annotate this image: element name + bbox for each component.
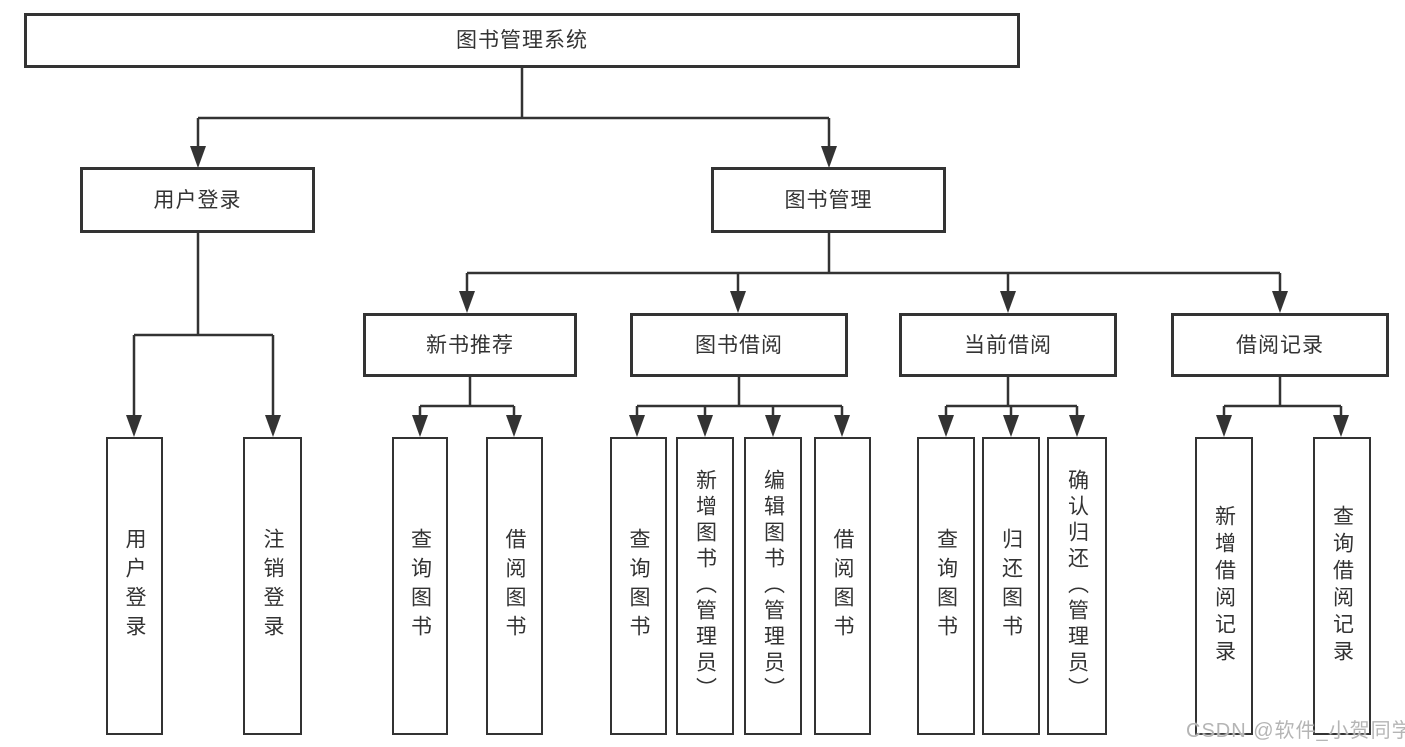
connector-root-to-branches xyxy=(196,68,831,150)
node-group-current-borrow: 当前借阅 xyxy=(899,313,1117,377)
node-group-new-book-recommend: 新书推荐 xyxy=(363,313,577,377)
node-leaf-query-borrow-record: 查询借阅记录 xyxy=(1313,437,1371,735)
node-leaf-logout: 注销登录 xyxy=(243,437,302,735)
node-group-borrow-records: 借阅记录 xyxy=(1171,313,1389,377)
node-leaf-add-borrow-record: 新增借阅记录 xyxy=(1195,437,1253,735)
node-leaf-return-books: 归还图书 xyxy=(982,437,1040,735)
node-leaf-borrow-books: 借阅图书 xyxy=(814,437,871,735)
node-branch-book-management: 图书管理 xyxy=(711,167,946,233)
connector-user-login-children xyxy=(132,233,275,419)
connector-current-borrow-children xyxy=(944,377,1079,419)
connector-new-book-children xyxy=(418,377,516,419)
node-root-system: 图书管理系统 xyxy=(24,13,1020,68)
node-leaf-user-login: 用户登录 xyxy=(106,437,163,735)
node-leaf-borrow-books-recommend: 借阅图书 xyxy=(486,437,543,735)
node-leaf-query-books-borrow: 查询图书 xyxy=(610,437,667,735)
node-leaf-query-books-current: 查询图书 xyxy=(917,437,975,735)
arrowheads xyxy=(126,146,1349,437)
node-group-book-borrow: 图书借阅 xyxy=(630,313,848,377)
connector-book-borrow-children xyxy=(635,377,844,419)
node-leaf-edit-books-admin: 编辑图书（管理员） xyxy=(744,437,802,735)
node-leaf-add-books-admin: 新增图书（管理员） xyxy=(676,437,734,735)
node-leaf-confirm-return-admin: 确认归还（管理员） xyxy=(1047,437,1107,735)
node-branch-user-login: 用户登录 xyxy=(80,167,315,233)
connector-book-management-groups xyxy=(465,233,1282,295)
csdn-watermark: CSDN @软件_小贺同学 xyxy=(1186,720,1405,742)
node-leaf-query-books-recommend: 查询图书 xyxy=(392,437,448,735)
connector-borrow-records-children xyxy=(1222,377,1343,419)
